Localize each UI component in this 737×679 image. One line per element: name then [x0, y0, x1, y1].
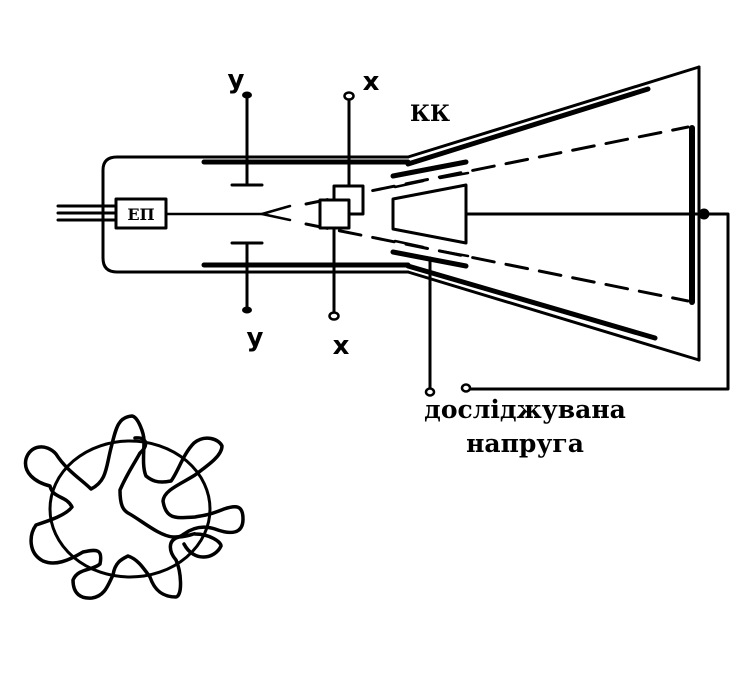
signal-terminal-right [460, 383, 472, 393]
focus-coil-bar-5 [438, 249, 470, 258]
x-top-terminal [343, 91, 355, 101]
beam-convergence [260, 204, 292, 222]
x-bottom-label: x [333, 331, 350, 361]
reference-circle [48, 439, 212, 579]
x-plate-lower [318, 198, 351, 230]
focus-coil-label: КК [410, 101, 450, 127]
signal-wire-right [468, 212, 730, 391]
focus-coil-bar-4 [393, 239, 425, 249]
x-bottom-terminal [328, 311, 340, 321]
y-bottom-terminal [242, 306, 252, 314]
beam-upper-dashed [304, 125, 690, 206]
focus-coil-bar-1 [390, 159, 469, 179]
x-top-label: x [363, 67, 380, 97]
funnel-inner-bar-top [405, 86, 651, 167]
focus-coil-trapezoid [391, 183, 468, 245]
signal-label-line1: досліджувана [424, 395, 626, 424]
oscillating-trace [23, 414, 245, 600]
signal-terminal-left [424, 387, 436, 397]
focus-coil-bar-3 [438, 171, 470, 180]
screen-junction-dot [698, 208, 710, 220]
signal-label-line2: напруга [466, 429, 584, 458]
y-top-label: y [228, 65, 245, 95]
focus-coil-bar-2 [393, 179, 425, 189]
y-top-terminal [242, 91, 252, 99]
funnel-top-edge [406, 65, 701, 159]
y-bottom-label: y [247, 323, 264, 353]
funnel-bottom-edge [406, 270, 701, 362]
funnel-inner-bar-bottom [405, 263, 658, 341]
beam-lower-dashed [304, 222, 690, 303]
electron-gun-label: ЕП [127, 205, 154, 224]
